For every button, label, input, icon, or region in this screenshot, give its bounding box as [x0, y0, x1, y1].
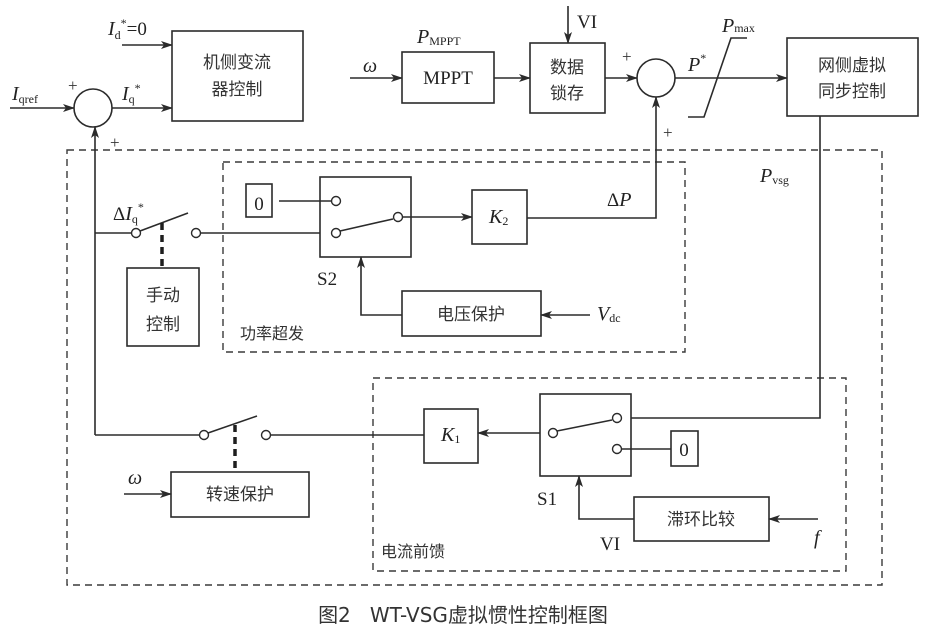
- k2-label: K2: [488, 206, 508, 228]
- delta-p-line: [527, 96, 660, 219]
- sum1-plus-left: +: [68, 76, 78, 95]
- p-star-label: P*: [687, 51, 706, 76]
- speed-protect-block: [170, 471, 310, 518]
- delta-p-label: ΔP: [607, 189, 631, 211]
- s2-label: S2: [317, 269, 337, 290]
- iq-star-label: Iq*: [121, 81, 141, 106]
- data-latch-label-line2: 锁存: [550, 84, 584, 104]
- vdc-label: Vdc: [597, 303, 621, 325]
- summing-junction-p: [636, 58, 676, 98]
- sum1-plus-bottom: +: [110, 133, 120, 152]
- s1-blade: [556, 419, 613, 432]
- power-overshoot-region: [222, 161, 686, 353]
- s2-terminal-zero: [330, 195, 342, 207]
- sum2-plus-left: +: [622, 47, 632, 66]
- manual-switch-blade: [139, 212, 189, 232]
- k1-label: K1: [440, 424, 460, 446]
- p-mppt-label: PMPPT: [416, 26, 461, 48]
- machine-side-label-line2: 器控制: [212, 80, 263, 100]
- s1-label: S1: [537, 489, 557, 510]
- s1-terminal-output: [547, 427, 559, 439]
- mppt-label: MPPT: [423, 68, 473, 89]
- f-label: f: [814, 527, 822, 549]
- manual-switch-terminal-a: [130, 227, 142, 239]
- omega-mppt-label: ω: [363, 55, 377, 77]
- s2-terminal-input: [330, 227, 342, 239]
- manual-control-label-line2: 控制: [146, 315, 180, 335]
- limiter-symbol: [688, 37, 747, 118]
- machine-side-label-line1: 机侧变流: [203, 53, 271, 73]
- speed-switch-terminal-a: [198, 429, 210, 441]
- zero-s2-label: 0: [254, 194, 264, 215]
- zero-block-s1: [670, 430, 699, 467]
- omega-speed-label: ω: [128, 467, 142, 489]
- zero-block-s2: [245, 183, 273, 218]
- k1-gain-block: [423, 408, 479, 464]
- p-vsg-label: Pvsg: [759, 165, 789, 187]
- s1-terminal-pvsg: [611, 412, 623, 424]
- s2-blade: [339, 218, 394, 232]
- current-feedforward-label: 电流前馈: [381, 542, 445, 561]
- power-overshoot-label: 功率超发: [240, 324, 304, 343]
- summing-junction-iq: [73, 88, 113, 128]
- data-latch-label-line1: 数据: [550, 58, 584, 78]
- s1-terminal-zero: [611, 443, 623, 455]
- manual-switch-terminal-b: [190, 227, 202, 239]
- outer-vsg-region: [66, 149, 883, 586]
- delta-iq-star-label: ΔIq*: [113, 200, 144, 226]
- vi-latch-label: VI: [577, 12, 597, 33]
- pvsg-line: [610, 116, 821, 419]
- figure-caption: 图2 WT-VSG虚拟惯性控制框图: [318, 603, 608, 627]
- hysteresis-compare-label: 滞环比较: [667, 510, 735, 530]
- voltage-protect-s2-arrow: [357, 256, 402, 316]
- vi-s1-label: VI: [600, 534, 620, 555]
- hysteresis-compare-block: [633, 496, 770, 542]
- voltage-protect-label: 电压保护: [437, 305, 505, 325]
- speed-switch-blade: [207, 415, 258, 434]
- grid-side-vsg-block: [786, 37, 919, 117]
- s2-terminal-output: [392, 211, 404, 223]
- speed-protect-label: 转速保护: [206, 485, 274, 505]
- id-star-label: Id*=0: [107, 16, 147, 42]
- sum2-plus-bottom: +: [663, 123, 673, 142]
- p-max-label: Pmax: [721, 15, 755, 37]
- current-feedforward-region: [372, 377, 847, 572]
- iqref-label: Iqref: [11, 83, 38, 106]
- machine-side-converter-block: [171, 30, 304, 122]
- speed-switch-terminal-b: [260, 429, 272, 441]
- grid-side-label-line1: 网侧虚拟: [818, 56, 886, 76]
- zero-s1-label: 0: [679, 440, 689, 461]
- grid-side-label-line2: 同步控制: [818, 82, 886, 102]
- hysteresis-s1-arrow: [575, 475, 634, 520]
- manual-control-label-line1: 手动: [146, 286, 180, 306]
- k2-gain-block: [471, 189, 528, 245]
- manual-control-block: [126, 267, 200, 347]
